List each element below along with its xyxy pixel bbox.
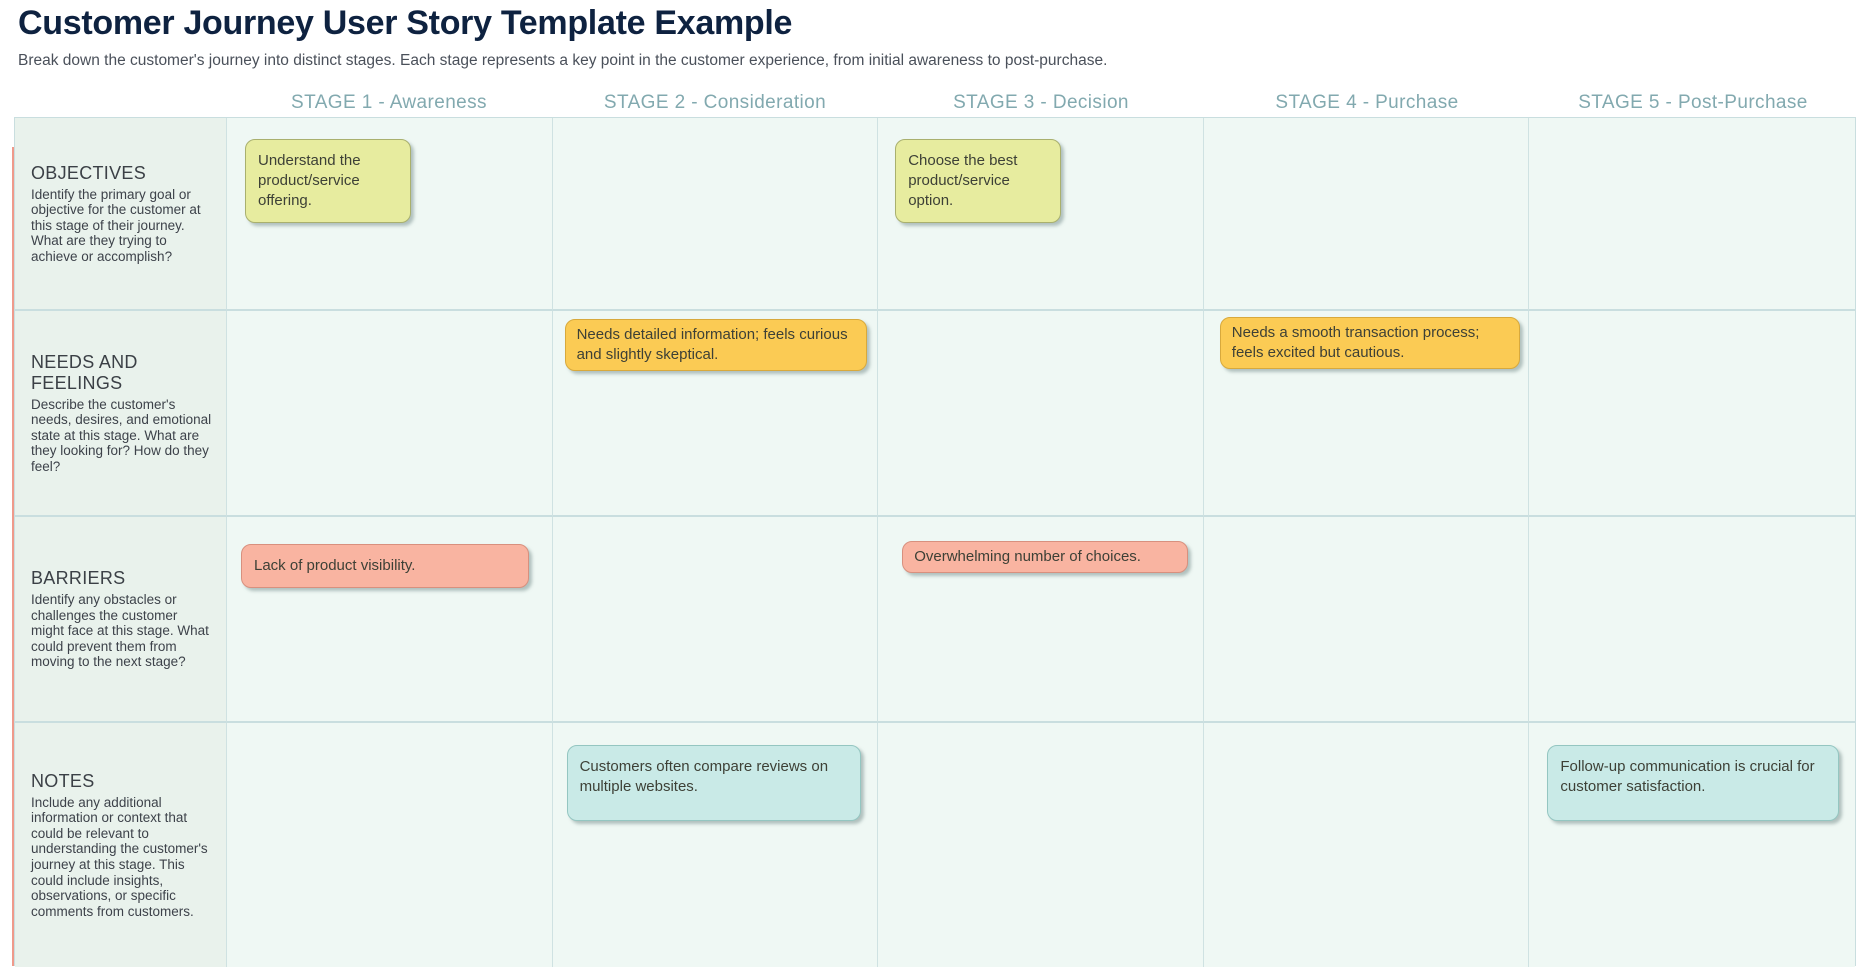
cell-needs-stage1 xyxy=(227,311,553,517)
cell-notes-stage3 xyxy=(878,723,1204,967)
page-subtitle: Break down the customer's journey into d… xyxy=(18,52,1108,69)
sticky-note[interactable]: Overwhelming number of choices. xyxy=(902,541,1189,573)
cell-barriers-stage2 xyxy=(552,517,879,723)
row-title: BARRIERS xyxy=(31,568,126,589)
stage-header-4: STAGE 4 - Purchase xyxy=(1275,92,1459,113)
left-accent-stripe xyxy=(12,147,14,966)
sticky-note[interactable]: Choose the best product/service option. xyxy=(895,139,1062,223)
sticky-note[interactable]: Lack of product visibility. xyxy=(241,544,529,588)
cell-needs-stage5 xyxy=(1529,311,1855,517)
row-header-notes: NOTES Include any additional information… xyxy=(15,723,227,967)
stage-header-3: STAGE 3 - Decision xyxy=(953,92,1129,113)
cell-barriers-stage4 xyxy=(1203,517,1530,723)
sticky-note[interactable]: Understand the product/service offering. xyxy=(245,139,411,223)
row-header-objectives: OBJECTIVES Identify the primary goal or … xyxy=(15,118,227,311)
cell-barriers-stage1: Lack of product visibility. xyxy=(227,517,553,723)
row-header-needs-and-feelings: NEEDS AND FEELINGS Describe the customer… xyxy=(15,311,227,517)
row-description: Describe the customer's needs, desires, … xyxy=(31,396,212,474)
sticky-note[interactable]: Follow-up communication is crucial for c… xyxy=(1547,745,1840,821)
sticky-note[interactable]: Needs a smooth transaction process; feel… xyxy=(1219,317,1520,369)
journey-table: OBJECTIVES Identify the primary goal or … xyxy=(14,117,1856,967)
row-header-barriers: BARRIERS Identify any obstacles or chall… xyxy=(15,517,227,723)
cell-objectives-stage2 xyxy=(552,118,879,311)
stage-header-5: STAGE 5 - Post-Purchase xyxy=(1578,92,1808,113)
sticky-note[interactable]: Needs detailed information; feels curiou… xyxy=(564,319,867,371)
stage-header-1: STAGE 1 - Awareness xyxy=(291,92,487,113)
row-title: NOTES xyxy=(31,770,95,791)
row-title: OBJECTIVES xyxy=(31,162,147,183)
row-description: Identify any obstacles or challenges the… xyxy=(31,592,209,670)
cell-needs-stage3 xyxy=(878,311,1204,517)
stage-header-row: STAGE 1 - Awareness STAGE 2 - Considerat… xyxy=(226,92,1856,114)
cell-needs-stage4: Needs a smooth transaction process; feel… xyxy=(1203,311,1530,517)
row-description: Include any additional information or co… xyxy=(31,794,208,919)
page-title: Customer Journey User Story Template Exa… xyxy=(18,4,793,42)
cell-needs-stage2: Needs detailed information; feels curiou… xyxy=(552,311,879,517)
cell-notes-stage1 xyxy=(227,723,553,967)
cell-notes-stage4 xyxy=(1203,723,1530,967)
stage-header-2: STAGE 2 - Consideration xyxy=(603,92,827,113)
cell-objectives-stage1: Understand the product/service offering. xyxy=(227,118,553,311)
cell-barriers-stage5 xyxy=(1529,517,1855,723)
cell-objectives-stage4 xyxy=(1203,118,1530,311)
cell-objectives-stage3: Choose the best product/service option. xyxy=(878,118,1204,311)
sticky-note[interactable]: Customers often compare reviews on multi… xyxy=(566,745,861,821)
row-title: NEEDS AND FEELINGS xyxy=(31,351,138,393)
cell-objectives-stage5 xyxy=(1529,118,1855,311)
cell-notes-stage2: Customers often compare reviews on multi… xyxy=(552,723,879,967)
cell-notes-stage5: Follow-up communication is crucial for c… xyxy=(1529,723,1855,967)
row-description: Identify the primary goal or objective f… xyxy=(31,186,201,264)
cell-barriers-stage3: Overwhelming number of choices. xyxy=(878,517,1204,723)
